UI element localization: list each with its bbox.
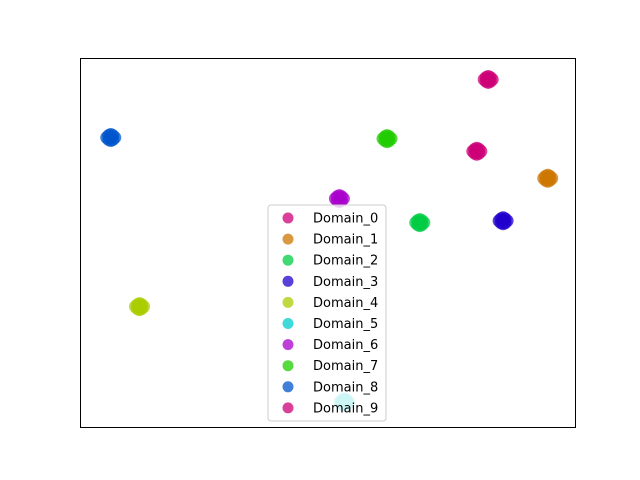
legend-box bbox=[267, 204, 387, 422]
legend-label: Domain_7 bbox=[313, 359, 378, 374]
legend-item-domain-0: Domain_0 bbox=[282, 212, 378, 227]
legend-item-domain-5: Domain_5 bbox=[282, 317, 378, 332]
legend-marker bbox=[282, 275, 294, 287]
legend-label: Domain_6 bbox=[313, 338, 378, 353]
legend-item-domain-1: Domain_1 bbox=[282, 233, 378, 248]
legend-marker bbox=[282, 402, 294, 414]
legend-item-domain-9: Domain_9 bbox=[282, 401, 378, 416]
legend-marker bbox=[282, 296, 294, 308]
plot-frame bbox=[80, 58, 576, 428]
data-points bbox=[100, 69, 559, 412]
legend-item-domain-4: Domain_4 bbox=[282, 296, 378, 311]
legend-item-domain-3: Domain_3 bbox=[282, 275, 378, 290]
legend-marker bbox=[282, 339, 294, 351]
legend-marker bbox=[282, 360, 294, 372]
legend-item-domain-7: Domain_7 bbox=[282, 359, 378, 374]
data-point-domain-2 bbox=[409, 213, 431, 233]
legend-label: Domain_4 bbox=[313, 296, 378, 311]
legend-marker bbox=[282, 212, 294, 224]
data-point-domain-4 bbox=[129, 297, 151, 317]
data-point-domain-0 bbox=[477, 69, 499, 89]
legend-label: Domain_8 bbox=[313, 380, 378, 395]
data-point-domain-7 bbox=[376, 129, 398, 149]
legend-item-domain-6: Domain_6 bbox=[282, 338, 378, 353]
data-point-domain-3 bbox=[492, 211, 514, 231]
legend-marker bbox=[282, 318, 294, 329]
legend-item-domain-8: Domain_8 bbox=[282, 380, 378, 395]
legend-label: Domain_5 bbox=[313, 317, 378, 332]
data-point-domain-1 bbox=[537, 168, 559, 188]
legend-label: Domain_2 bbox=[313, 254, 378, 269]
data-point-domain-9 bbox=[466, 141, 488, 161]
legend-marker bbox=[282, 254, 294, 266]
legend-label: Domain_9 bbox=[313, 401, 378, 416]
data-point-domain-8 bbox=[100, 128, 122, 148]
legend: Domain_0Domain_1Domain_2Domain_3Domain_4… bbox=[267, 204, 387, 422]
legend-label: Domain_1 bbox=[313, 233, 378, 248]
data-point-domain-6 bbox=[328, 189, 350, 209]
legend-marker bbox=[282, 233, 294, 245]
legend-label: Domain_3 bbox=[313, 275, 378, 290]
legend-item-domain-2: Domain_2 bbox=[282, 254, 378, 269]
legend-marker bbox=[282, 381, 294, 393]
legend-label: Domain_0 bbox=[313, 212, 378, 227]
